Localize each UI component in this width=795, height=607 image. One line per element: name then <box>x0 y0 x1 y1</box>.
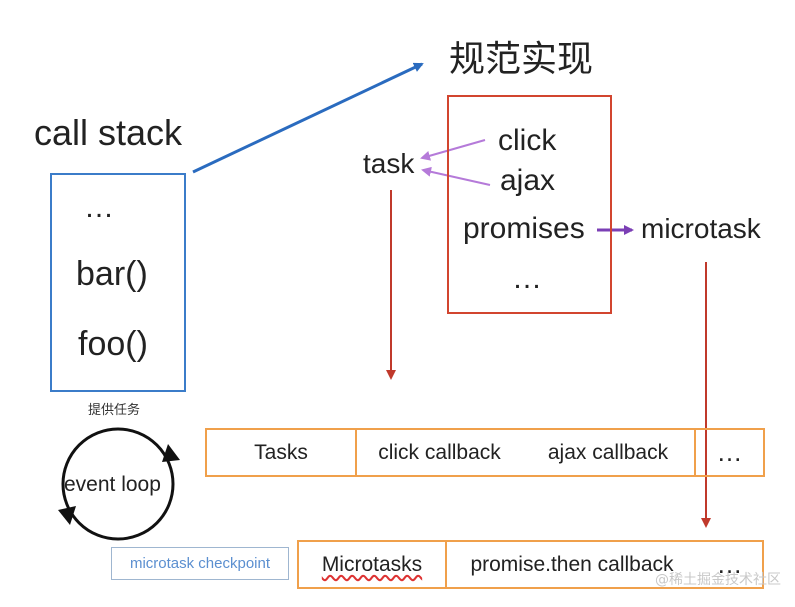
microtasks-queue-header: Microtasks <box>299 542 447 587</box>
call-stack-item: … <box>84 191 114 224</box>
impl-item-ajax: ajax <box>500 164 556 197</box>
tasks-queue-item: click callback <box>378 440 501 464</box>
impl-item-click: click <box>498 124 557 157</box>
microtask-label: microtask <box>641 213 761 244</box>
call-stack-title: call stack <box>34 112 183 153</box>
tasks-queue-ellipsis: … <box>716 437 743 467</box>
tasks-queue-item: ajax callback <box>522 430 696 475</box>
microtasks-queue-item: promise.then callback <box>470 552 674 576</box>
call-stack-item: foo() <box>78 325 148 363</box>
event-loop-arrowhead-top <box>162 444 180 462</box>
ajax-to-task-arrow <box>421 166 491 186</box>
call-stack-box: … bar() foo() <box>50 173 186 392</box>
watermark: @稀土掘金技术社区 <box>655 572 781 588</box>
spec-implementation-box <box>447 95 612 314</box>
event-loop-circle <box>61 427 175 541</box>
microtasks-queue-header-text: Microtasks <box>321 552 423 576</box>
call-stack-item: bar() <box>76 255 148 293</box>
click-to-task-arrow <box>420 139 486 161</box>
event-loop-label: event loop <box>64 473 161 496</box>
tasks-queue: Tasks click callback ajax callback … <box>205 428 765 477</box>
event-loop-arrowhead-bottom <box>58 506 76 525</box>
provide-task-label: 提供任务 <box>88 403 141 418</box>
microtask-checkpoint-label: microtask checkpoint <box>111 547 289 580</box>
microtasks-queue: Microtasks promise.then callback … <box>297 540 764 589</box>
callstack-to-impl-arrow <box>192 62 424 174</box>
impl-item-ellipsis: … <box>512 262 542 295</box>
diagram-title: 规范实现 <box>449 39 594 80</box>
microtasks-queue-ellipsis: … <box>716 549 743 579</box>
tasks-queue-header: Tasks <box>207 430 357 475</box>
task-label: task <box>363 148 415 179</box>
impl-item-promises: promises <box>463 212 585 245</box>
